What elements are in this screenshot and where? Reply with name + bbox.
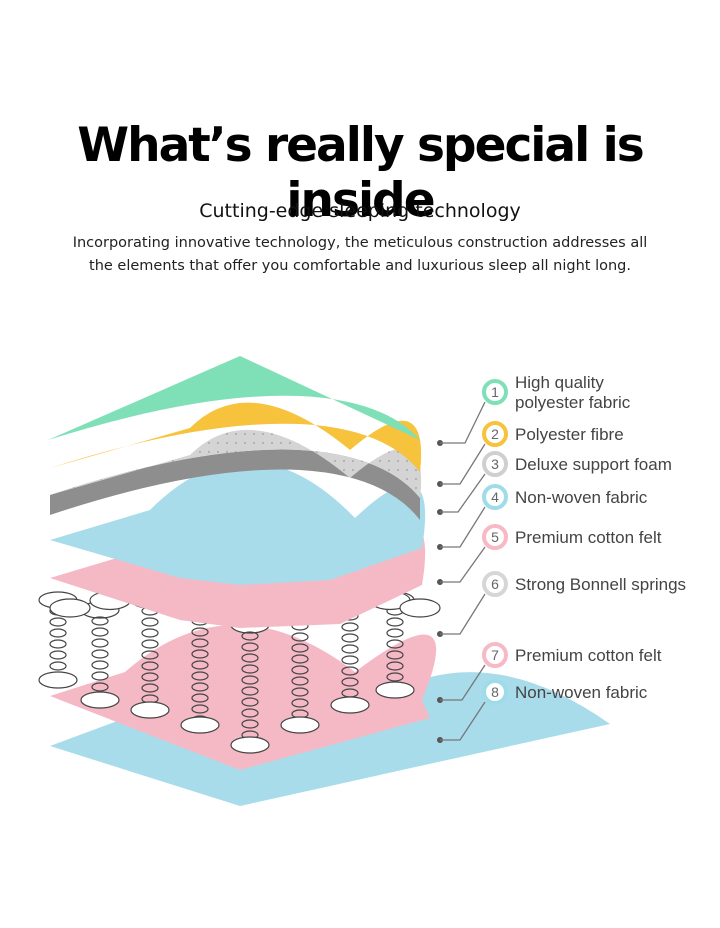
- number-badge-label: 3: [491, 456, 499, 472]
- callout-4: 4 Non-woven fabric: [437, 484, 648, 550]
- number-badge-label: 1: [491, 384, 499, 400]
- number-badge: [482, 451, 508, 477]
- layer-4-shape: [50, 461, 426, 585]
- callout-6: 6 Strong Bonnell springs: [437, 571, 686, 637]
- callout-8: 8 Non-woven fabric: [437, 679, 648, 743]
- number-badge: [482, 524, 508, 550]
- number-badge: [482, 421, 508, 447]
- number-badge-label: 8: [491, 684, 499, 700]
- leader-line: [440, 473, 486, 513]
- layer-2-shape: [50, 402, 422, 472]
- layer-2-polyester-fibre: [50, 402, 422, 472]
- number-badge: [482, 679, 508, 705]
- callout-2: 2 Polyester fibre: [437, 421, 624, 487]
- layer-label: Strong Bonnell springs: [515, 575, 686, 594]
- layer-3-side: [50, 449, 420, 520]
- layer-label: Polyester fibre: [515, 425, 624, 444]
- leader-line: [440, 593, 486, 635]
- number-badge: [482, 571, 508, 597]
- number-badge-label: 7: [491, 647, 499, 663]
- leader-line: [440, 506, 486, 548]
- callout-3: 3 Deluxe support foam: [437, 451, 672, 515]
- layer-7-shape: [50, 625, 437, 770]
- number-badge-label: 6: [491, 576, 499, 592]
- layer-1-polyester-fabric: [48, 356, 420, 440]
- layer-7-premium-cotton-felt: [50, 625, 437, 770]
- layer-3-dots: [50, 429, 422, 498]
- number-badge-label: 2: [491, 426, 499, 442]
- layer-label: Premium cotton felt: [515, 646, 662, 665]
- layer-label: polyester fabric: [515, 393, 631, 412]
- layer-4-non-woven-fabric: [50, 461, 426, 585]
- layer-label: Non-woven fabric: [515, 683, 648, 702]
- layer-label: Non-woven fabric: [515, 488, 648, 507]
- leader-line: [440, 664, 486, 701]
- leader-line: [440, 443, 486, 485]
- number-badge-label: 5: [491, 529, 499, 545]
- callout-5: 5 Premium cotton felt: [437, 524, 662, 585]
- spring-top-ring: [399, 598, 441, 618]
- number-badge: [482, 379, 508, 405]
- layer-1-shape: [48, 356, 420, 440]
- leader-line: [440, 701, 486, 741]
- page-description: Incorporating innovative technology, the…: [72, 235, 648, 274]
- leader-line: [440, 546, 486, 583]
- number-badge: [482, 484, 508, 510]
- number-badge: [482, 642, 508, 668]
- spring-coil: [38, 591, 78, 689]
- spring-top-ring: [49, 598, 91, 618]
- spring-coil: [80, 601, 120, 709]
- number-badge-label: 4: [491, 489, 499, 505]
- layer-label: Premium cotton felt: [515, 528, 662, 547]
- layer-label: Deluxe support foam: [515, 455, 672, 474]
- page-subtitle: Cutting-edge sleeping technology: [199, 200, 521, 222]
- leader-line: [440, 401, 486, 444]
- callout-7: 7 Premium cotton felt: [437, 642, 662, 703]
- page-title: What’s really special is inside: [77, 118, 644, 228]
- layer-label: High quality: [515, 373, 604, 392]
- layer-3-deluxe-support-foam: [50, 429, 422, 520]
